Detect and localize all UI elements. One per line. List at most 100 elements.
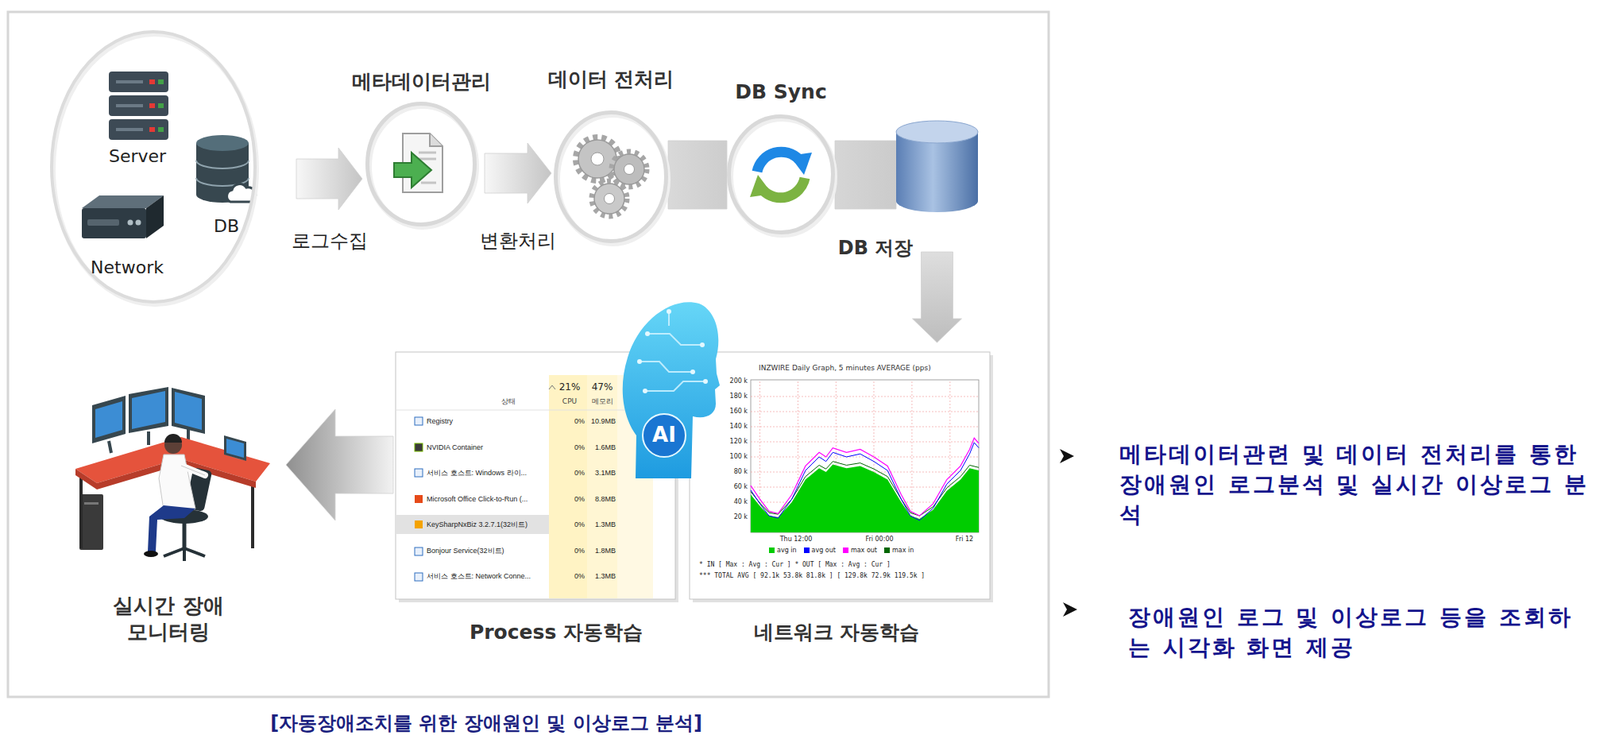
ai-head-icon [690, 369, 696, 375]
traffic-plot [750, 441, 979, 443]
operator-desk-illustration [75, 468, 97, 490]
ai-head-icon [642, 413, 686, 457]
server-icon [115, 80, 143, 84]
server-icon [158, 79, 164, 85]
axis-label: Thu 12:00 [780, 535, 813, 544]
ai-head-icon [639, 311, 706, 391]
bullet-text: 장애원인 로그 및 이상로그 등을 조회하는 시각화 화면 제공 [1128, 602, 1573, 663]
traffic-plot [750, 381, 979, 533]
operator-desk-illustration [181, 465, 205, 476]
outer-panel [7, 11, 1049, 697]
operator-desk-illustration [95, 401, 123, 438]
traffic-plot [750, 442, 979, 521]
network-device-icon [127, 220, 134, 226]
legend-item: max in [884, 546, 914, 554]
table-cell: KeySharpNxBiz 3.2.7.1(32비트) [426, 520, 528, 530]
axis-label: 200 k [730, 377, 748, 386]
flow-arrow [484, 142, 552, 204]
operator-desk-illustration [164, 433, 182, 443]
table-cell: NVIDIA Container [426, 442, 484, 452]
preprocess-circle: 데이터 전처리 [553, 110, 669, 244]
graph-summary: *** TOTAL AVG [ 92.1k 53.8k 81.8k ] [ 12… [699, 571, 925, 580]
legend-item: avg in [769, 546, 797, 554]
database-icon [196, 135, 249, 151]
legend-swatch [769, 547, 775, 553]
operator-desk-illustration [224, 435, 247, 461]
process-screenshot [548, 385, 556, 390]
source-circle: ServerDBNetwork [50, 30, 257, 304]
document-icon [429, 133, 443, 147]
database-icon [196, 160, 249, 169]
circle-ring [556, 112, 667, 242]
process-screenshot [548, 374, 588, 599]
table-cell: 0% [574, 571, 585, 581]
table-cell: 상태 [501, 397, 516, 406]
table-cell: Microsoft Office Click-to-Run (... [426, 494, 528, 503]
operator-desk-illustration [147, 505, 196, 552]
bullet-marks [1059, 448, 1075, 464]
figure-caption: [자동장애조치를 위한 장애원인 및 이상로그 분석] [270, 711, 703, 735]
node-label: Server [108, 145, 167, 168]
legend-swatch [884, 547, 890, 553]
metadata-circle: 메타데이터관리 [365, 101, 477, 227]
process-screenshot [414, 443, 423, 452]
network-graph-screenshot [750, 379, 979, 533]
table-cell: 0% [574, 468, 585, 478]
bullet-marks [1062, 602, 1078, 617]
sync-icon [762, 177, 805, 198]
table-cell: 3.1MB [595, 468, 616, 478]
ai-head-icon [645, 331, 650, 337]
operator-desk-illustration [182, 521, 187, 549]
document-icon [418, 158, 437, 161]
axis-label: 100 k [730, 452, 748, 461]
table-cell: 0% [574, 545, 585, 555]
operator-desk-illustration [174, 391, 202, 430]
database-icon [196, 135, 256, 203]
table-cell: 서비스 호스트: Network Conne... [426, 571, 531, 581]
network-device-icon [81, 195, 164, 239]
axis-label: 80 k [734, 467, 748, 476]
ai-head-icon [642, 388, 648, 394]
graph-legend: avg inavg outmax outmax in [769, 546, 914, 554]
cylinder-outline [896, 120, 978, 213]
table-cell: 0% [574, 494, 585, 503]
legend-text: avg out [811, 546, 836, 554]
circle-outline [365, 101, 477, 227]
server-icon [115, 127, 143, 132]
cylinder-body [896, 131, 978, 213]
table-cell: 8.8MB [595, 494, 616, 503]
process-screenshot [414, 520, 423, 529]
flow-arrow [296, 147, 363, 210]
node-label: 데이터 전처리 [548, 66, 675, 92]
operator-desk-illustration [226, 438, 244, 458]
ai-head-icon [699, 342, 705, 348]
flow-band [668, 140, 727, 209]
process-screenshot [587, 374, 618, 599]
table-cell: CPU [562, 397, 577, 406]
process-screenshot [414, 494, 423, 503]
table-cell: 10.9MB [591, 417, 616, 426]
table-cell: Bonjour Service(32비트) [426, 545, 505, 555]
operator-desk-illustration [224, 454, 263, 465]
document-icon [394, 152, 432, 188]
server-icon [158, 127, 164, 132]
node-label: DB 저장 [838, 235, 914, 260]
sync-icon [789, 152, 812, 175]
sync-icon [757, 151, 800, 172]
edge-label: 로그수집 [291, 229, 368, 253]
document-icon [421, 181, 437, 185]
table-cell: 1.8MB [595, 545, 616, 555]
process-screenshot [414, 547, 423, 556]
server-icon [108, 119, 169, 140]
operator-desk-illustration [84, 502, 99, 505]
table-cell: 0% [574, 417, 585, 426]
server-icon [108, 71, 169, 93]
network-device-icon [81, 208, 147, 239]
operator-desk-illustration [128, 386, 169, 433]
traffic-plot [750, 437, 979, 516]
gears-icon [591, 152, 604, 166]
legend-item: avg out [803, 546, 836, 554]
document-icon [418, 151, 437, 155]
operator-desk-illustration [108, 440, 112, 453]
sync-icon [749, 174, 773, 198]
